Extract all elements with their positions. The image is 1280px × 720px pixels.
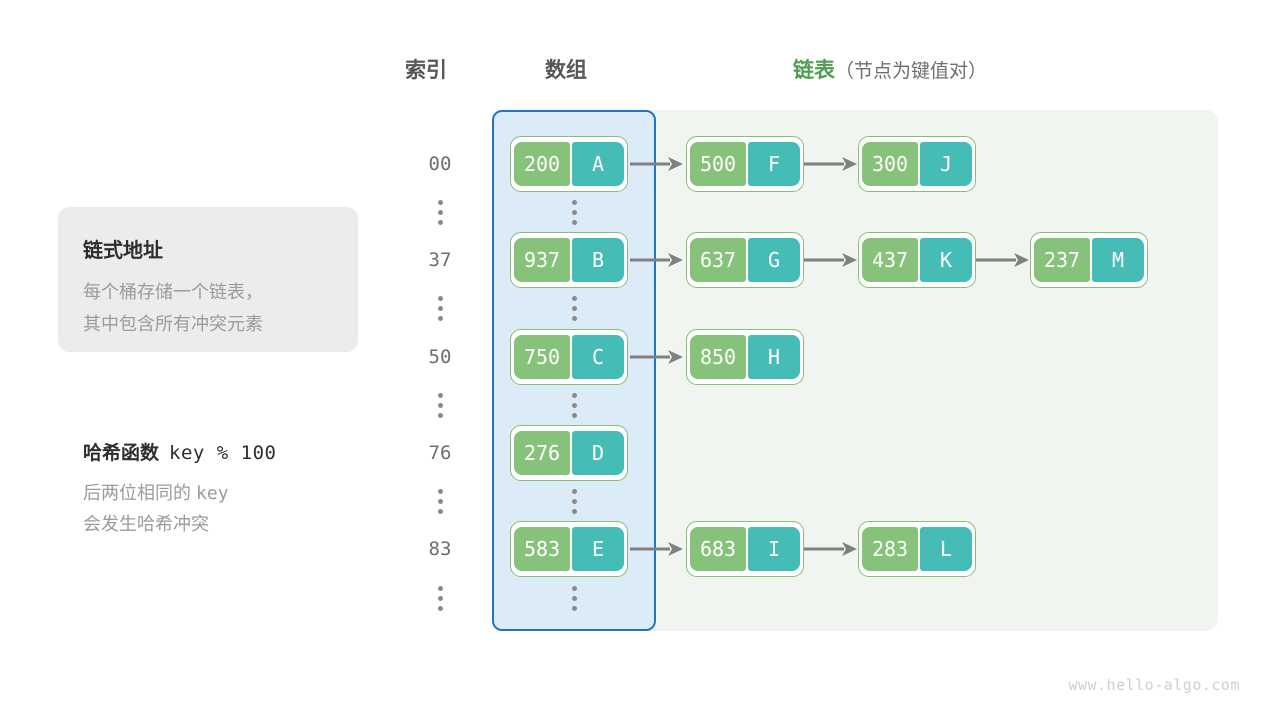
next-pointer-arrow-icon [628, 232, 686, 288]
info-card [58, 207, 358, 352]
kv-node-key: 283 [862, 527, 918, 571]
kv-node-key: 437 [862, 238, 918, 282]
column-header-linked-list: 链表（节点为键值对） [793, 54, 987, 84]
kv-node-value: M [1092, 238, 1144, 282]
vertical-ellipsis-icon [570, 200, 578, 225]
info-card-title: 链式地址 [83, 240, 163, 262]
kv-node-value: K [920, 238, 972, 282]
hash-function-formula: key % 100 [169, 442, 277, 464]
vertical-ellipsis-icon [570, 296, 578, 321]
next-pointer-arrow-icon [804, 136, 858, 192]
kv-node-value: F [748, 142, 800, 186]
kv-node-value: L [920, 527, 972, 571]
vertical-ellipsis-icon [436, 489, 444, 514]
kv-node-value: I [748, 527, 800, 571]
vertical-ellipsis-icon [436, 200, 444, 225]
column-header-index: 索引 [405, 59, 447, 82]
info-card-body: 每个桶存储一个链表， 其中包含所有冲突元素 [83, 282, 263, 334]
kv-node-value: E [572, 527, 624, 571]
next-pointer-arrow-icon [628, 329, 686, 385]
kv-node-key: 750 [514, 335, 570, 379]
kv-node-value: A [572, 142, 624, 186]
kv-node-key: 200 [514, 142, 570, 186]
kv-node-value: B [572, 238, 624, 282]
hash-function-title: 哈希函数 key % 100 [83, 438, 276, 465]
hash-note-line1-prefix: 后两位相同的 [83, 483, 197, 503]
vertical-ellipsis-icon [570, 393, 578, 418]
kv-node-key: 683 [690, 527, 746, 571]
hash-note-line1-code: key [196, 483, 229, 504]
kv-node-key: 637 [690, 238, 746, 282]
kv-node-key: 300 [862, 142, 918, 186]
column-header-linked-list-accent: 链表 [793, 59, 835, 82]
kv-node-value: D [572, 431, 624, 475]
kv-node-value: H [748, 335, 800, 379]
vertical-ellipsis-icon [570, 586, 578, 611]
kv-node-key: 583 [514, 527, 570, 571]
bucket-index-label: 50 [428, 346, 452, 368]
vertical-ellipsis-icon [436, 393, 444, 418]
bucket-index-label: 76 [428, 442, 452, 464]
kv-node-key: 237 [1034, 238, 1090, 282]
vertical-ellipsis-icon [436, 296, 444, 321]
hash-function-description: 后两位相同的 key 会发生哈希冲突 [83, 478, 229, 540]
next-pointer-arrow-icon [804, 521, 858, 577]
bucket-index-label: 37 [428, 249, 452, 271]
bucket-index-label: 83 [428, 538, 452, 560]
column-header-linked-list-subtitle: （节点为键值对） [835, 61, 988, 82]
vertical-ellipsis-icon [436, 586, 444, 611]
kv-node-key: 937 [514, 238, 570, 282]
next-pointer-arrow-icon [628, 136, 686, 192]
kv-node-value: G [748, 238, 800, 282]
watermark: www.hello-algo.com [1068, 676, 1240, 694]
next-pointer-arrow-icon [804, 232, 858, 288]
bucket-index-label: 00 [428, 153, 452, 175]
hash-note-line2: 会发生哈希冲突 [83, 514, 209, 534]
vertical-ellipsis-icon [570, 489, 578, 514]
column-header-array: 数组 [545, 59, 587, 82]
hash-function-label: 哈希函数 [83, 443, 160, 464]
kv-node-value: C [572, 335, 624, 379]
kv-node-key: 850 [690, 335, 746, 379]
next-pointer-arrow-icon [976, 232, 1030, 288]
kv-node-key: 500 [690, 142, 746, 186]
kv-node-key: 276 [514, 431, 570, 475]
kv-node-value: J [920, 142, 972, 186]
next-pointer-arrow-icon [628, 521, 686, 577]
